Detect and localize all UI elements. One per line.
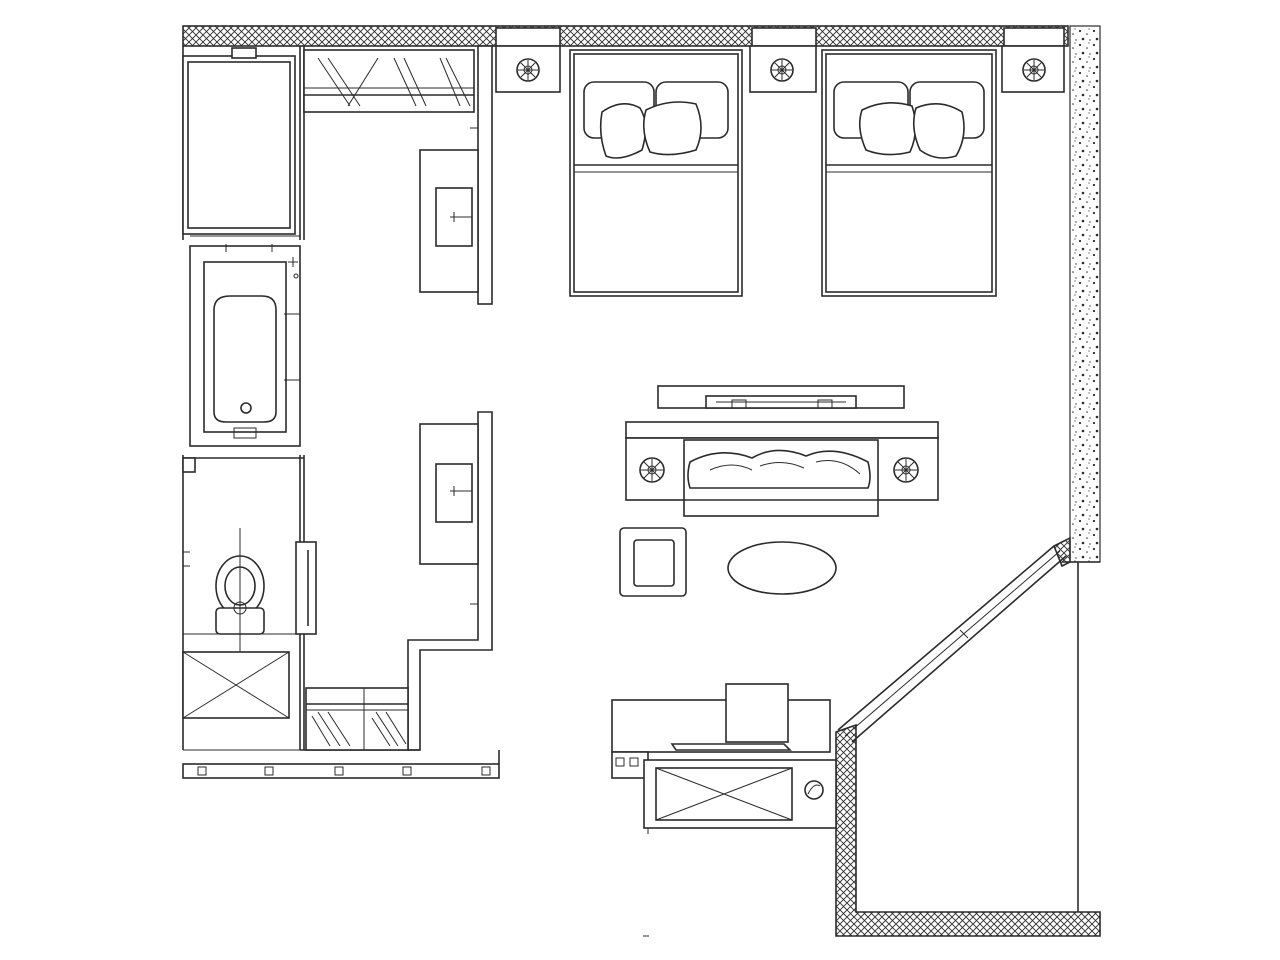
- lamp-icon: [1022, 58, 1046, 82]
- armchair: [619, 527, 687, 597]
- shower-stall: [182, 47, 300, 237]
- right-wall: [1069, 25, 1101, 563]
- top-wall: [182, 25, 1069, 47]
- pillow: [912, 103, 965, 159]
- safe-dial-icon: [804, 780, 824, 800]
- lamp-icon: [770, 58, 794, 82]
- balcony-wall: [835, 723, 1101, 937]
- shower-tray: [182, 651, 290, 719]
- wardrobe-bottom: [305, 687, 409, 751]
- desk-chair: [725, 683, 789, 743]
- pillow: [858, 102, 917, 156]
- minibar-cabinet: [643, 759, 837, 834]
- lamp-icon: [639, 457, 665, 483]
- lamp-icon: [893, 457, 919, 483]
- pillow: [642, 101, 702, 156]
- vanity-upper: [419, 149, 479, 293]
- exterior-walls: [182, 25, 1101, 937]
- nightstand-right: [1001, 45, 1065, 93]
- vanity-lower: [419, 423, 479, 605]
- bed-right: [821, 49, 997, 297]
- top-window-bays: [495, 27, 1065, 47]
- wardrobe-top: [303, 49, 478, 129]
- bottom-left-wall: [182, 763, 500, 779]
- coffee-table: [727, 541, 837, 595]
- pillow: [599, 103, 647, 159]
- balcony-door: [837, 545, 1067, 743]
- desk: [611, 683, 831, 779]
- bathtub: [189, 244, 301, 447]
- towel-rail: [295, 541, 317, 635]
- sofa: [625, 421, 939, 517]
- toilet: [215, 528, 265, 660]
- lamp-icon: [516, 58, 540, 82]
- bed-left: [569, 49, 743, 297]
- tv-console: [657, 385, 905, 409]
- nightstand-left: [495, 45, 561, 93]
- nightstand-middle: [749, 45, 817, 93]
